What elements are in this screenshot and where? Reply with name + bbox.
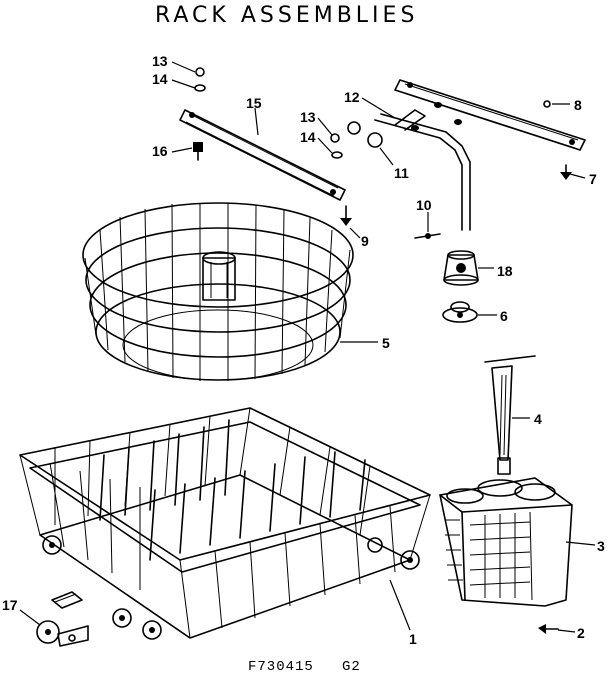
callout-14-left: 14 — [152, 71, 168, 87]
upper-round-rack — [82, 202, 354, 381]
callout-10: 10 — [416, 197, 432, 213]
callout-7: 7 — [589, 171, 597, 187]
figure-code: F730415 G2 — [248, 659, 361, 675]
feed-tube-bracket — [374, 102, 471, 231]
callout-14-right: 14 — [300, 129, 316, 145]
nut-13-right — [330, 133, 340, 143]
rack-rail-left — [179, 109, 346, 201]
callout-3: 3 — [597, 538, 605, 554]
silverware-basket-handle — [484, 355, 536, 475]
callout-12: 12 — [344, 89, 360, 105]
callout-17: 17 — [2, 597, 18, 613]
screw-9 — [340, 205, 352, 226]
leader-lines — [19, 61, 596, 633]
callout-13-right: 13 — [300, 109, 316, 125]
screw-2 — [538, 624, 559, 634]
nozzle-6 — [442, 301, 478, 323]
screw-16 — [193, 142, 203, 161]
cap-nut — [347, 121, 361, 135]
callout-1: 1 — [409, 631, 417, 647]
wheel-assembly — [36, 591, 89, 647]
lower-rack — [19, 407, 431, 640]
callout-16: 16 — [152, 143, 168, 159]
screw-7 — [560, 164, 572, 180]
manifold-18 — [443, 250, 479, 286]
washer-14-left — [194, 84, 206, 92]
diagram-title: RACK ASSEMBLIES — [155, 3, 418, 28]
callout-8: 8 — [574, 97, 582, 113]
callout-13-left: 13 — [152, 53, 168, 69]
callout-15: 15 — [246, 95, 262, 111]
nut-13-left — [195, 67, 205, 77]
callout-4: 4 — [534, 411, 542, 427]
callout-9: 9 — [361, 233, 369, 249]
callout-18: 18 — [497, 263, 513, 279]
callout-5: 5 — [382, 335, 390, 351]
silverware-basket — [439, 477, 573, 607]
callout-11: 11 — [394, 165, 409, 181]
callout-6: 6 — [500, 308, 508, 324]
bushing-11 — [367, 132, 383, 148]
callout-2: 2 — [577, 625, 585, 641]
pin-10 — [414, 233, 441, 239]
screw-8 — [543, 100, 551, 108]
washer-14-right — [331, 151, 343, 159]
rack-rail-right — [394, 79, 586, 151]
